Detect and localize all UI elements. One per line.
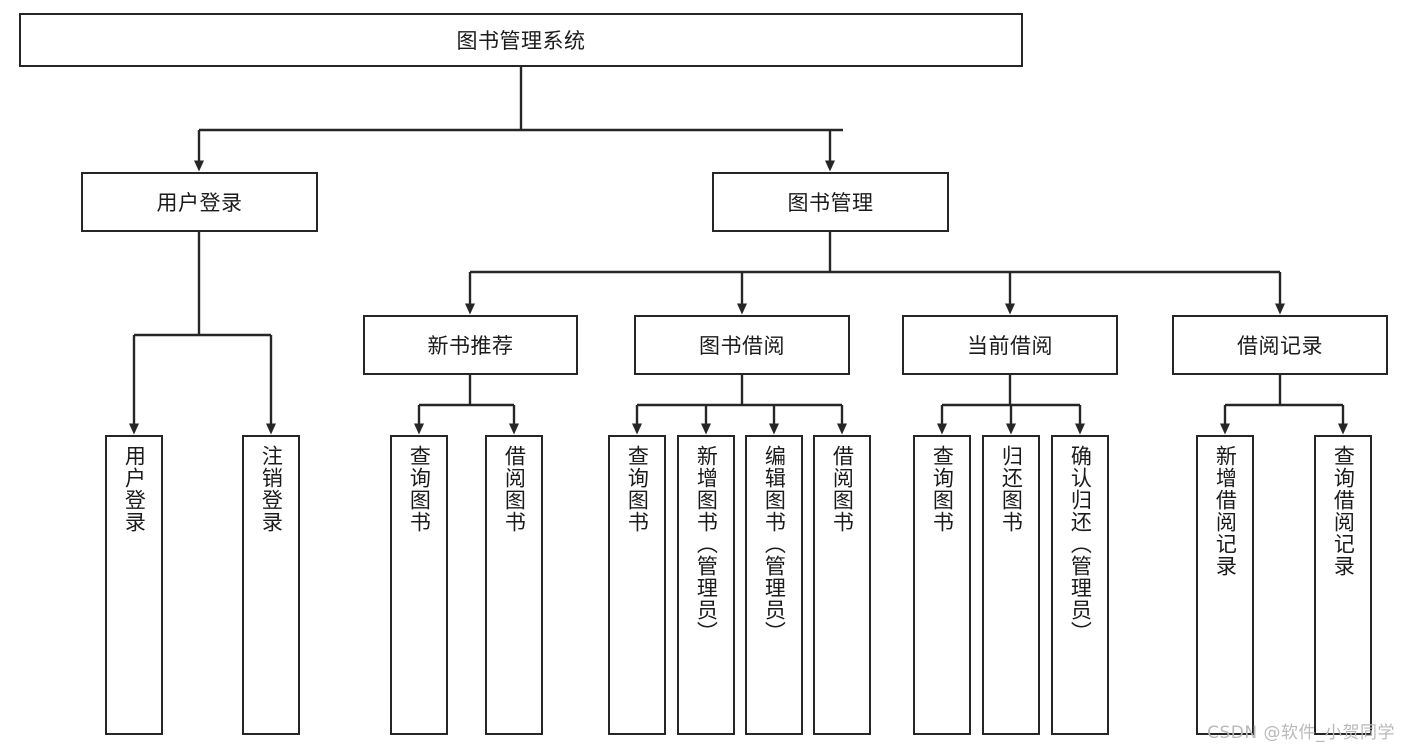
- node-new-book-recommend[interactable]: 新书推荐: [363, 315, 578, 375]
- leaf-user-login-signout-label: 注销登录: [259, 445, 284, 533]
- node-root-system[interactable]: 图书管理系统: [19, 13, 1023, 67]
- leaf-user-login-signin-label: 用户登录: [122, 445, 147, 533]
- leaf-record-add[interactable]: 新增借阅记录: [1196, 435, 1254, 735]
- leaf-new-book-borrow[interactable]: 借阅图书: [485, 435, 543, 735]
- node-book-borrow[interactable]: 图书借阅: [634, 315, 850, 375]
- leaf-current-return-book[interactable]: 归还图书: [982, 435, 1040, 735]
- leaf-borrow-borrow-book-label: 借阅图书: [830, 445, 855, 533]
- leaf-borrow-edit-book[interactable]: 编辑图书（管理员）: [745, 435, 803, 735]
- leaf-borrow-edit-book-label: 编辑图书（管理员）: [762, 445, 787, 643]
- leaf-current-confirm-return[interactable]: 确认归还（管理员）: [1051, 435, 1109, 735]
- node-current-borrow-label: 当前借阅: [967, 334, 1053, 358]
- csdn-watermark: CSDN @软件_小贺同学: [1207, 723, 1395, 743]
- leaf-current-query-book[interactable]: 查询图书: [913, 435, 971, 735]
- leaf-new-book-borrow-label: 借阅图书: [502, 445, 527, 533]
- leaf-borrow-add-book-label: 新增图书（管理员）: [694, 445, 719, 643]
- leaf-record-add-label: 新增借阅记录: [1213, 445, 1238, 577]
- leaf-current-query-book-label: 查询图书: [930, 445, 955, 533]
- leaf-current-confirm-return-label: 确认归还（管理员）: [1068, 445, 1093, 643]
- node-new-book-recommend-label: 新书推荐: [427, 334, 514, 358]
- leaf-record-query[interactable]: 查询借阅记录: [1314, 435, 1372, 735]
- node-current-borrow[interactable]: 当前借阅: [902, 315, 1118, 375]
- leaf-new-book-query[interactable]: 查询图书: [390, 435, 448, 735]
- node-book-management-label: 图书管理: [787, 191, 874, 215]
- node-book-borrow-label: 图书借阅: [699, 334, 785, 358]
- leaf-borrow-borrow-book[interactable]: 借阅图书: [813, 435, 871, 735]
- leaf-borrow-add-book[interactable]: 新增图书（管理员）: [677, 435, 735, 735]
- leaf-borrow-query-book[interactable]: 查询图书: [608, 435, 666, 735]
- leaf-borrow-query-book-label: 查询图书: [625, 445, 650, 533]
- node-borrow-record-label: 借阅记录: [1237, 334, 1323, 358]
- leaf-user-login-signout[interactable]: 注销登录: [242, 435, 300, 735]
- node-root-system-label: 图书管理系统: [456, 29, 586, 53]
- leaf-record-query-label: 查询借阅记录: [1331, 445, 1356, 577]
- node-borrow-record[interactable]: 借阅记录: [1172, 315, 1388, 375]
- leaf-new-book-query-label: 查询图书: [407, 445, 432, 533]
- node-user-login[interactable]: 用户登录: [81, 172, 318, 232]
- node-user-login-label: 用户登录: [156, 191, 243, 215]
- leaf-user-login-signin[interactable]: 用户登录: [105, 435, 163, 735]
- node-book-management[interactable]: 图书管理: [712, 172, 949, 232]
- leaf-current-return-book-label: 归还图书: [999, 445, 1024, 533]
